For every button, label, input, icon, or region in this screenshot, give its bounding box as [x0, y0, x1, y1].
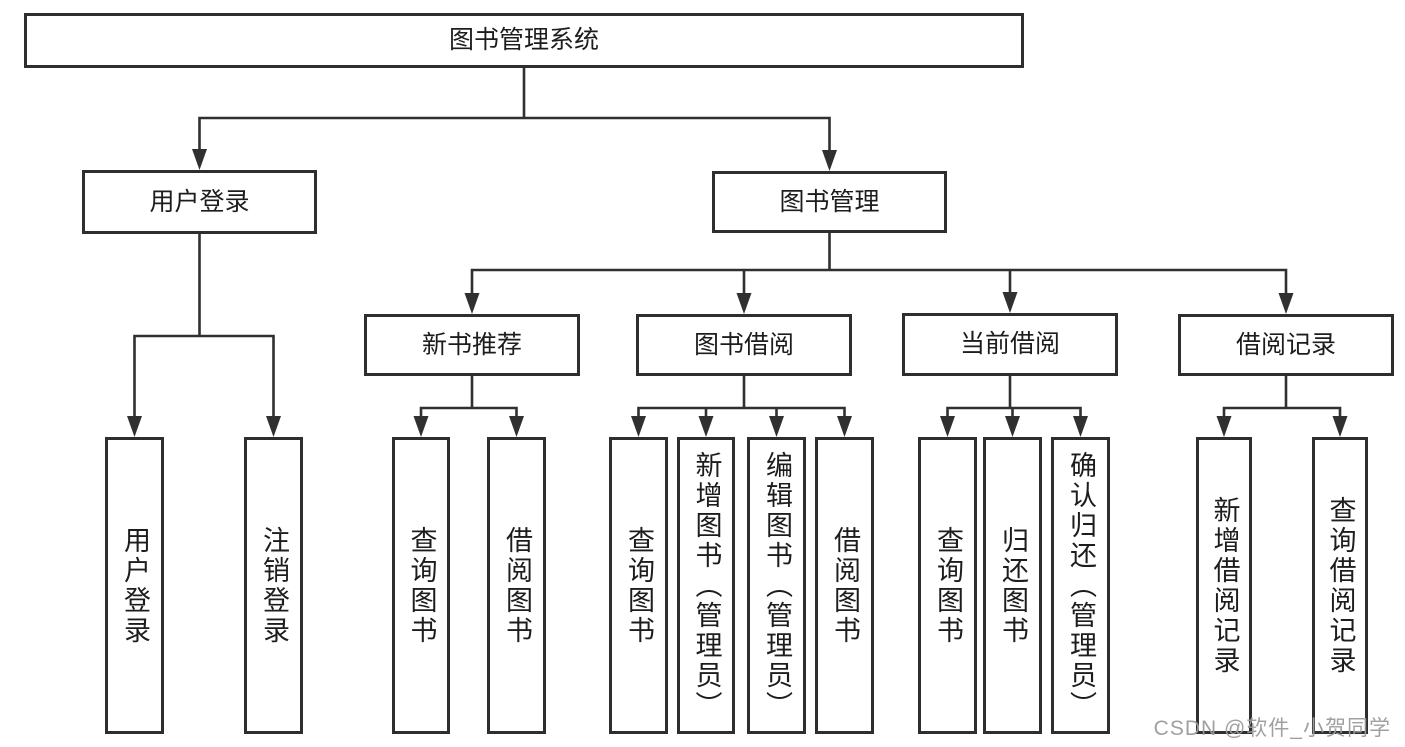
node-current: 当前借阅 — [902, 313, 1118, 376]
node-borrow-query: 查询图书 — [609, 437, 668, 734]
arrowhead-login-user — [127, 416, 142, 437]
node-borrow-do: 借阅图书 — [815, 437, 874, 734]
connector-rec — [413, 374, 524, 437]
arrowhead-borrow — [736, 293, 752, 314]
arrowhead-cur-query — [940, 416, 955, 437]
node-record: 借阅记录 — [1178, 314, 1394, 376]
arrowhead-borrow-edit — [769, 416, 784, 437]
arrowhead-cur-return — [1005, 416, 1020, 437]
connector-borrow — [631, 374, 852, 437]
arrowhead-rec-query — [413, 416, 429, 437]
arrowhead-login-logout — [266, 416, 281, 437]
node-cur-return: 归还图书 — [983, 437, 1042, 734]
arrowhead-borrow-query — [631, 416, 646, 437]
arrowhead-current — [1002, 292, 1018, 313]
node-record-query: 查询借阅记录 — [1312, 437, 1368, 734]
arrowhead-login — [192, 149, 207, 170]
node-cur-confirm: 确认归还（管理员） — [1051, 437, 1110, 734]
node-cur-query: 查询图书 — [918, 437, 977, 734]
arrowhead-cur-confirm — [1073, 416, 1088, 437]
node-rec-borrow: 借阅图书 — [487, 437, 546, 734]
node-login: 用户登录 — [82, 170, 317, 234]
node-root: 图书管理系统 — [24, 13, 1024, 68]
connector-root — [192, 66, 837, 171]
node-mgmt: 图书管理 — [712, 171, 947, 233]
arrowhead-rec — [464, 293, 480, 314]
connector-mgmt — [464, 231, 1294, 314]
node-borrow: 图书借阅 — [636, 314, 852, 376]
node-record-add: 新增借阅记录 — [1196, 437, 1252, 734]
connector-record — [1216, 374, 1348, 437]
connector-login — [127, 232, 281, 437]
watermark: CSDN @软件_小贺同学 — [1153, 717, 1391, 740]
arrowhead-borrow-do — [837, 416, 852, 437]
arrowhead-record-add — [1216, 416, 1232, 437]
arrowhead-mgmt — [822, 150, 837, 171]
arrowhead-borrow-add — [698, 416, 714, 437]
arrowhead-rec-borrow — [509, 416, 524, 437]
node-rec: 新书推荐 — [364, 314, 580, 376]
node-rec-query: 查询图书 — [392, 437, 450, 734]
arrowhead-record — [1278, 293, 1294, 314]
node-borrow-edit: 编辑图书（管理员） — [747, 437, 806, 734]
node-borrow-add: 新增图书（管理员） — [677, 437, 735, 734]
node-login-user: 用户登录 — [105, 437, 164, 734]
arrowhead-record-query — [1332, 416, 1348, 437]
node-login-logout: 注销登录 — [244, 437, 303, 734]
connector-current — [940, 374, 1088, 437]
